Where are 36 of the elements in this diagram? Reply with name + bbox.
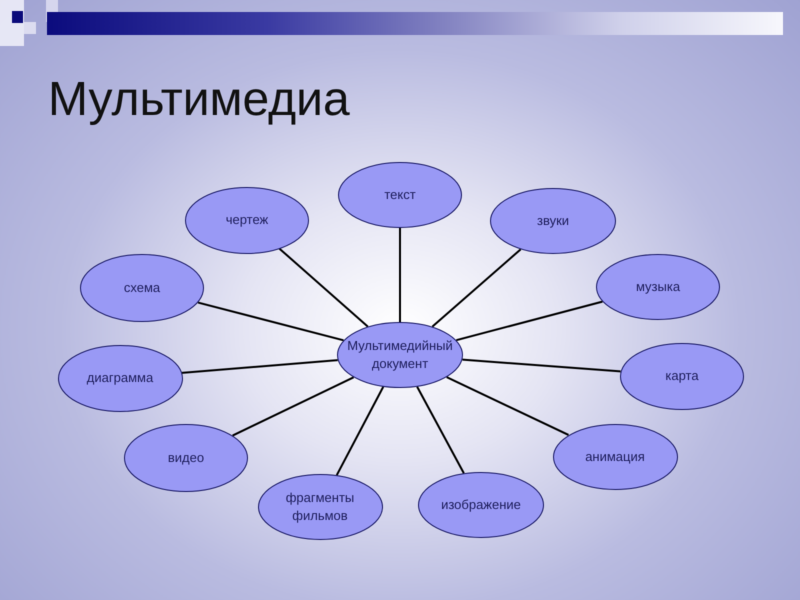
slide-title: Мультимедиа [48,76,350,124]
ellipse-node [490,188,616,254]
ellipse-node [418,472,544,538]
connector-line [432,248,522,328]
connector-line [278,248,368,328]
ellipse-node [124,424,248,492]
node-label: текст [384,186,416,204]
connector-line [336,386,384,476]
connector-line [446,376,569,436]
node-label: чертеж [226,211,268,229]
ellipse-node [185,186,309,254]
connector-line [416,386,465,474]
node-label: анимация [585,448,645,466]
node-label: видео [168,449,204,467]
node-label: карта [665,367,699,385]
ellipse-node [620,342,744,410]
ellipse-node [80,254,204,322]
ellipse-node [337,322,463,388]
node-label: Мультимедийный документ [346,337,454,373]
connector-line [182,359,338,374]
node-label: звуки [536,212,570,230]
connector-line [456,300,603,342]
connector-line [399,228,401,322]
ellipse-node [58,344,182,412]
connector-line [462,358,621,372]
node-label: музыка [636,278,680,296]
node-label: схема [124,279,160,297]
ellipse-node [552,424,678,490]
node-label: фрагменты фильмов [284,489,356,525]
ellipse-node [258,474,382,540]
ellipse-node [596,254,720,320]
connector-line [232,376,354,436]
node-label: изображение [441,496,521,514]
connector-line [198,302,344,342]
ellipse-node [338,162,462,228]
node-label: диаграмма [86,369,154,387]
